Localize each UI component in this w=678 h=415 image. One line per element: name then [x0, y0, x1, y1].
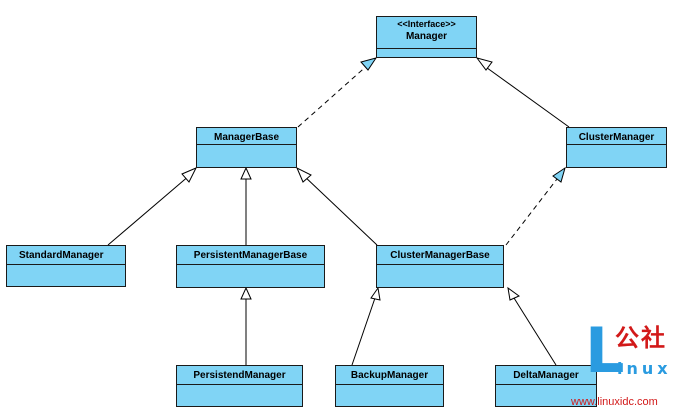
generalization-line-deltamanager-clustermanagerbase	[513, 297, 557, 366]
class-box-clustermanager[interactable]: ClusterManager	[566, 127, 667, 168]
generalization-arrowhead-standardmanager-managerbase	[181, 167, 198, 183]
watermark-logo-letter: L	[585, 314, 625, 387]
class-name: ClusterManager	[578, 132, 655, 143]
generalization-line-clustermanager-manager	[482, 64, 570, 128]
linux-gongshe-watermark-logo: L 公社 inux www.linuxidc.com	[565, 320, 678, 415]
realization-arrowhead-clustermanagerbase-clustermanager	[552, 166, 566, 183]
class-name: PersistendManager	[193, 370, 286, 381]
compartment-divider	[7, 264, 125, 265]
compartment-divider	[197, 144, 296, 145]
generalization-arrowhead-deltamanager-clustermanagerbase	[507, 286, 520, 301]
class-box-clustermanagerbase[interactable]: ClusterManagerBase	[376, 245, 504, 288]
generalization-line-standardmanager-managerbase	[107, 174, 191, 246]
class-box-managerbase[interactable]: ManagerBase	[196, 127, 297, 168]
generalization-arrowhead-persistendmanager-persistentmanagerbase	[240, 286, 252, 300]
generalization-arrowhead-clustermanager-manager	[475, 57, 493, 71]
class-name: DeltaManager	[513, 370, 579, 381]
class-box-manager[interactable]: <<Interface>> Manager	[376, 16, 477, 58]
class-name: ManagerBase	[213, 132, 280, 143]
class-name: StandardManager	[19, 250, 104, 261]
compartment-divider	[177, 384, 302, 385]
watermark-chinese-text: 公社	[615, 324, 667, 352]
class-box-backupmanager[interactable]: BackupManager	[335, 365, 444, 407]
class-box-standardmanager[interactable]: StandardManager	[6, 245, 126, 287]
generalization-line-clustermanagerbase-managerbase	[302, 174, 378, 246]
compartment-divider	[496, 384, 596, 385]
generalization-line-backupmanager-clustermanagerbase	[351, 297, 376, 366]
realization-line-managerbase-manager	[297, 62, 371, 128]
compartment-divider	[336, 384, 443, 385]
generalization-arrowhead-persistentmanagerbase-managerbase	[240, 166, 252, 180]
class-box-deltamanager[interactable]: DeltaManager	[495, 365, 597, 407]
stereotype-label: <<Interface>>	[397, 19, 456, 29]
class-name: PersistentManagerBase	[193, 250, 308, 261]
compartment-divider	[377, 264, 503, 265]
realization-line-clustermanagerbase-clustermanager	[505, 178, 558, 246]
class-box-persistentmanagerbase[interactable]: PersistentManagerBase	[176, 245, 325, 288]
compartment-divider	[377, 48, 476, 49]
compartment-divider	[177, 264, 324, 265]
generalization-arrowhead-backupmanager-clustermanagerbase	[370, 286, 381, 301]
class-box-persistendmanager[interactable]: PersistendManager	[176, 365, 303, 407]
class-name: Manager	[405, 31, 448, 42]
realization-arrowhead-managerbase-manager	[360, 57, 378, 71]
compartment-divider	[567, 144, 666, 145]
class-name: BackupManager	[350, 370, 429, 381]
class-name: ClusterManagerBase	[390, 250, 490, 261]
watermark-inux-text: inux	[617, 359, 672, 378]
watermark-url: www.linuxidc.com	[571, 396, 658, 408]
generalization-arrowhead-clustermanagerbase-managerbase	[296, 166, 312, 183]
